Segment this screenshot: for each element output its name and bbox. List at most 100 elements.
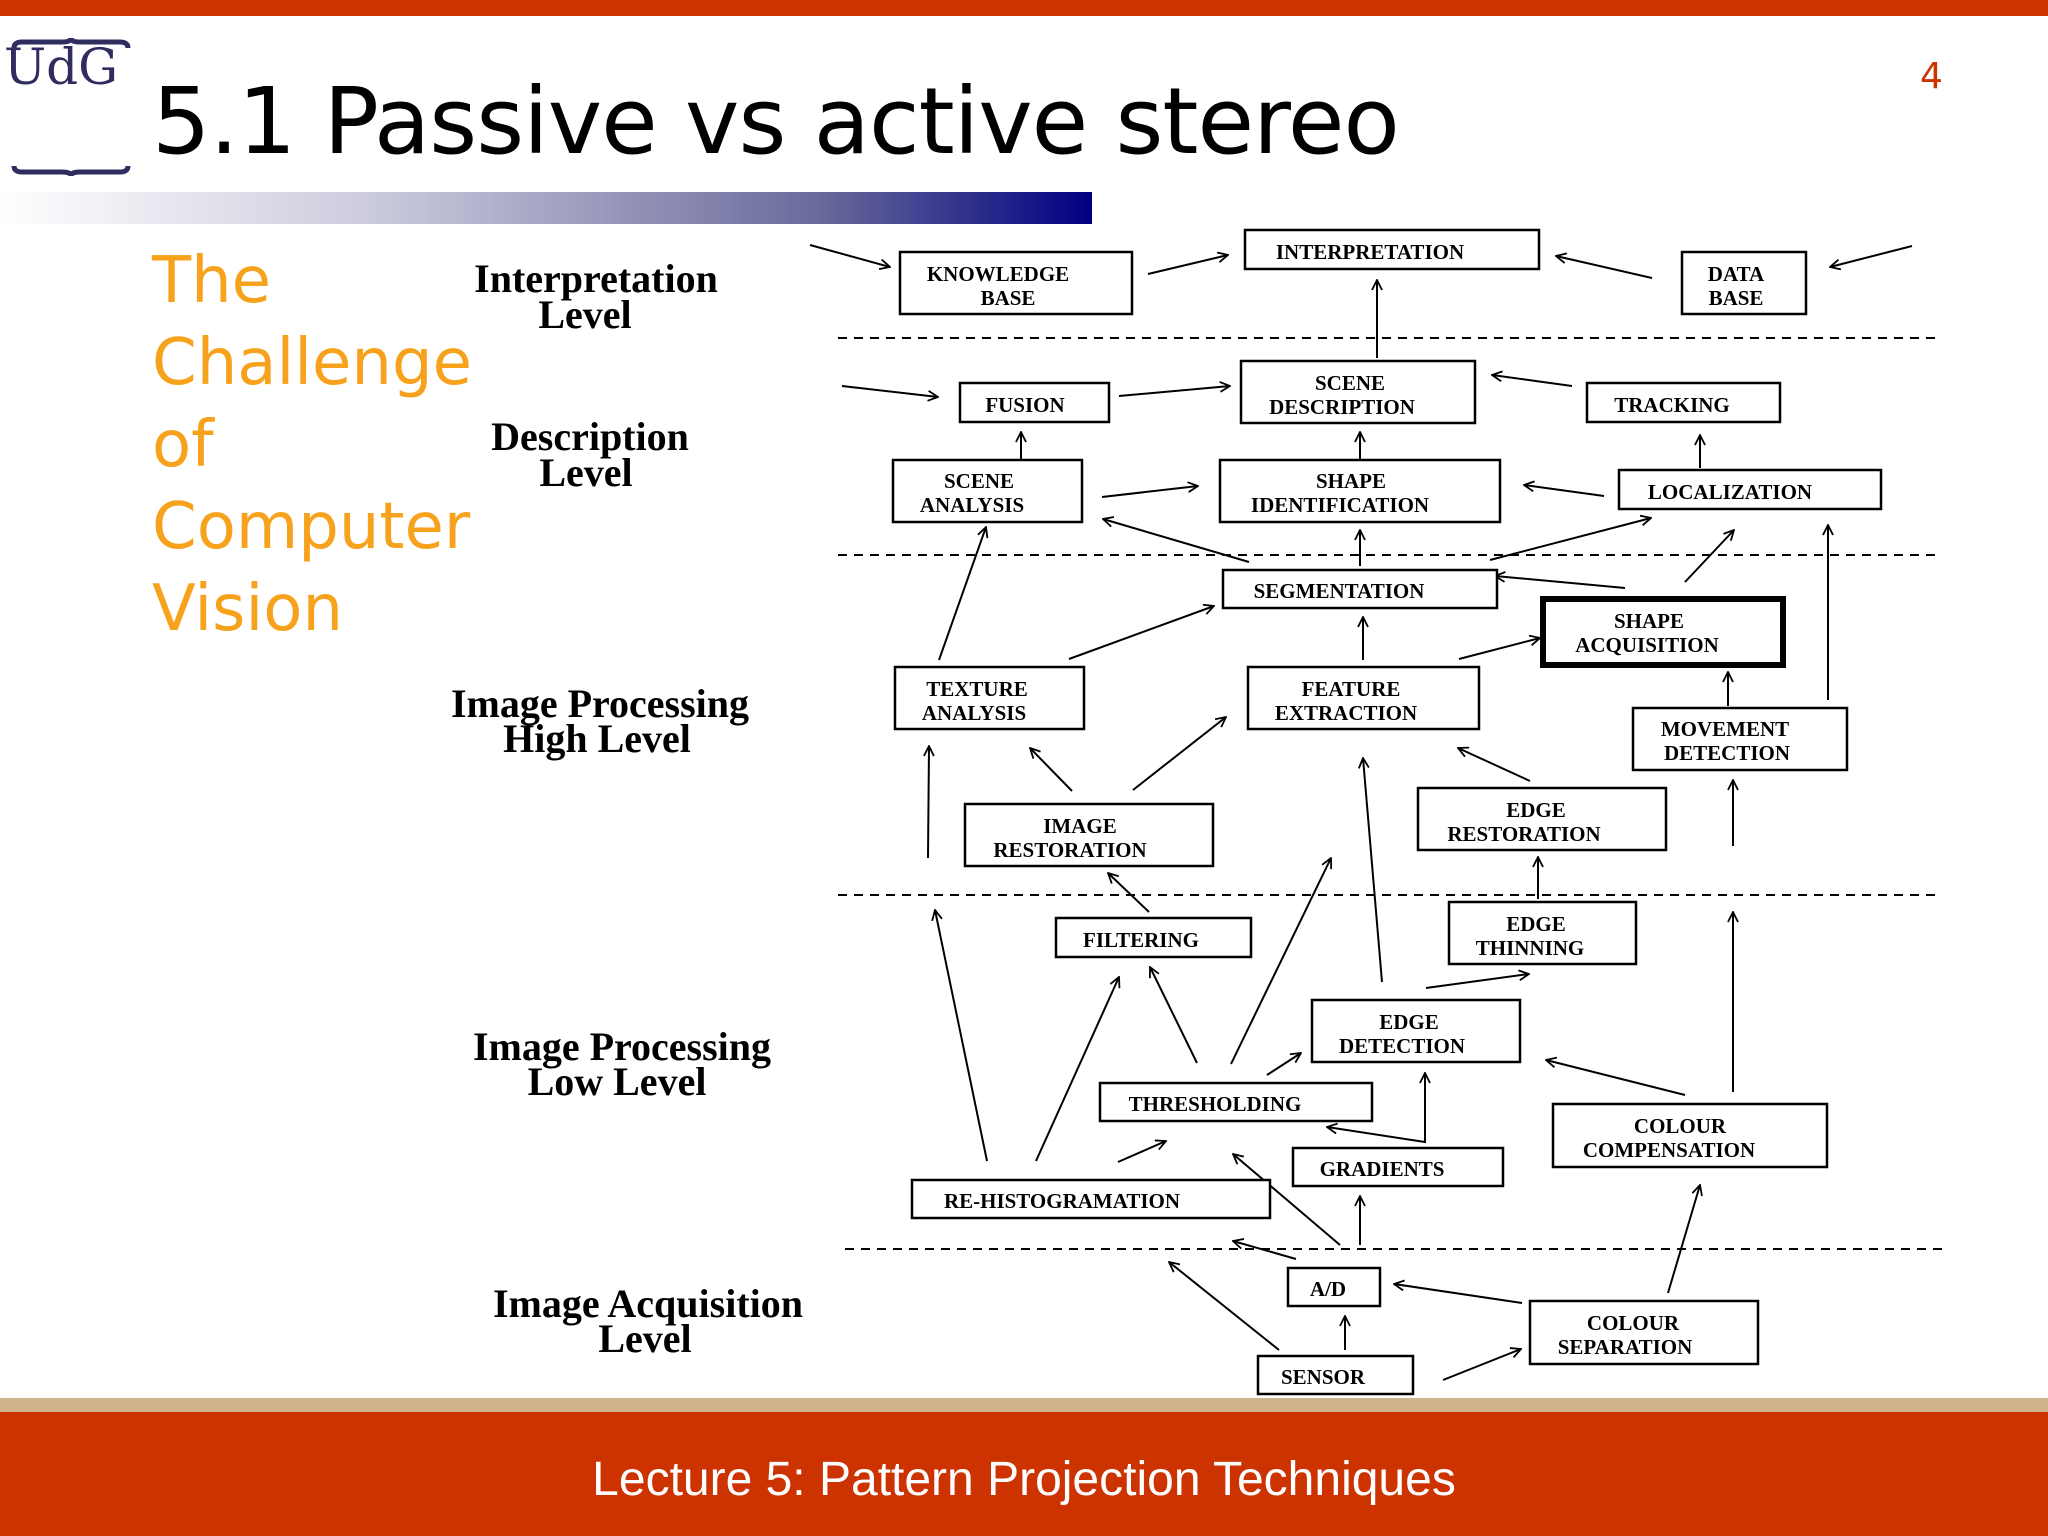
arrow — [1394, 1284, 1523, 1304]
box-label-line: EDGE — [1506, 912, 1566, 936]
box-tracking: TRACKING — [1585, 381, 1782, 424]
side-title-line: Computer — [152, 490, 471, 564]
arrow — [1108, 873, 1150, 913]
arrow — [1169, 1262, 1280, 1351]
box-shape-identification: SHAPE IDENTIFICATION — [1218, 458, 1502, 524]
title-underline-gradient — [0, 192, 1092, 224]
level-label-low: Image Processing Low Level — [473, 1024, 771, 1104]
box-filtering: FILTERING — [1054, 916, 1253, 959]
box-label-line: DESCRIPTION — [1269, 395, 1415, 419]
box-knowledge-base: KNOWLEDGE BASE — [898, 250, 1134, 316]
arrow — [1101, 486, 1198, 498]
level-label-acquisition: Image Acquisition Level — [493, 1281, 803, 1361]
arrow — [1489, 518, 1651, 561]
diagram-arrows — [809, 244, 1913, 1381]
side-title: The Challenge of Computer Vision — [152, 240, 472, 650]
arrow — [1147, 255, 1228, 275]
box-label-line: EDGE — [1506, 798, 1566, 822]
box-texture-analysis: TEXTURE ANALYSIS — [893, 665, 1086, 731]
box-label-line: SCENE — [1315, 371, 1385, 395]
arrow — [1492, 375, 1573, 387]
box-movement-detection: MOVEMENT DETECTION — [1631, 706, 1849, 772]
box-edge-detection: EDGE DETECTION — [1310, 998, 1522, 1064]
level-label-line: Level — [538, 292, 631, 337]
box-label-line: COLOUR — [1587, 1311, 1680, 1335]
box-fusion: FUSION — [958, 381, 1111, 424]
top-accent-bar — [0, 0, 2048, 16]
arrow — [1117, 1141, 1166, 1163]
level-label-high: Image Processing High Level — [451, 681, 749, 761]
box-label-line: IMAGE — [1043, 814, 1117, 838]
arrow — [1266, 1053, 1301, 1076]
arrow — [1458, 638, 1540, 660]
box-label-line: A/D — [1310, 1277, 1346, 1301]
page-number: 4 — [1920, 56, 1943, 97]
arrow — [1103, 519, 1250, 563]
box-label-line: ANALYSIS — [920, 493, 1024, 517]
box-label-line: KNOWLEDGE — [927, 262, 1069, 286]
level-label-line: High Level — [503, 716, 691, 761]
arrow — [1035, 977, 1119, 1162]
arrow — [841, 385, 938, 397]
level-label-description: Description Level — [491, 414, 689, 495]
box-label-line: RE-HISTOGRAMATION — [944, 1189, 1180, 1213]
box-label-line: RESTORATION — [993, 838, 1146, 862]
box-label-line: EDGE — [1379, 1010, 1439, 1034]
arrow — [1684, 530, 1734, 583]
arrow — [1233, 1241, 1297, 1260]
arrow — [1363, 758, 1383, 983]
side-title-line: Challenge — [152, 326, 472, 400]
box-label-line: BASE — [1709, 286, 1764, 310]
arrow — [1830, 245, 1913, 267]
box-label-line: LOCALIZATION — [1648, 480, 1812, 504]
box-colour-compensation: COLOUR COMPENSATION — [1551, 1102, 1829, 1169]
box-label-line: BASE — [981, 286, 1036, 310]
box-localization: LOCALIZATION — [1617, 468, 1883, 511]
arrow — [1150, 967, 1198, 1064]
box-segmentation: SEGMENTATION — [1221, 568, 1499, 610]
level-label-line: Interpretation — [474, 256, 718, 301]
box-sensor: SENSOR — [1256, 1354, 1415, 1396]
box-label-line: MOVEMENT — [1661, 717, 1789, 741]
box-label-line: RESTORATION — [1447, 822, 1600, 846]
level-label-line: Level — [539, 450, 632, 495]
arrow — [1068, 606, 1214, 660]
box-edge-thinning: EDGE THINNING — [1447, 900, 1638, 966]
box-scene-description: SCENE DESCRIPTION — [1239, 359, 1477, 425]
arrow — [928, 746, 929, 859]
footer-text: Lecture 5: Pattern Projection Techniques — [592, 1453, 1456, 1506]
arrow — [1667, 1185, 1700, 1294]
slide-title: 5.1 Passive vs active stereo — [152, 68, 1400, 175]
box-label-line: FEATURE — [1302, 677, 1401, 701]
udg-logo — [11, 38, 131, 176]
box-gradients: GRADIENTS — [1291, 1146, 1505, 1188]
box-edge-restoration: EDGE RESTORATION — [1416, 786, 1668, 852]
arrow — [1495, 576, 1626, 589]
box-label-line: EXTRACTION — [1275, 701, 1417, 725]
box-colour-separation: COLOUR SEPARATION — [1528, 1299, 1760, 1366]
arrow — [1030, 748, 1073, 792]
box-label-line: FUSION — [985, 393, 1064, 417]
side-title-line: Vision — [152, 572, 343, 646]
level-label-line: Image Processing — [473, 1024, 771, 1069]
box-label-line: SCENE — [944, 469, 1014, 493]
arrow — [809, 244, 890, 267]
box-label-line: TEXTURE — [926, 677, 1028, 701]
level-label-interpretation: Interpretation Level — [474, 256, 718, 337]
box-label-line: INTERPRETATION — [1276, 240, 1464, 264]
arrow — [1230, 858, 1331, 1065]
box-data-base: DATA BASE — [1680, 250, 1808, 316]
box-label-line: COMPENSATION — [1583, 1138, 1755, 1162]
box-label-line: IDENTIFICATION — [1251, 493, 1429, 517]
box-label-line: SHAPE — [1316, 469, 1386, 493]
arrow — [1546, 1060, 1686, 1096]
box-label-line: DETECTION — [1664, 741, 1790, 765]
box-thresholding: THRESHOLDING — [1098, 1081, 1374, 1123]
box-label-line: DATA — [1708, 262, 1765, 286]
level-label-line: Level — [598, 1316, 691, 1361]
level-label-line: Description — [491, 414, 689, 459]
box-label-line: ANALYSIS — [922, 701, 1026, 725]
arrow — [1425, 974, 1529, 989]
box-label-line: GRADIENTS — [1320, 1157, 1445, 1181]
